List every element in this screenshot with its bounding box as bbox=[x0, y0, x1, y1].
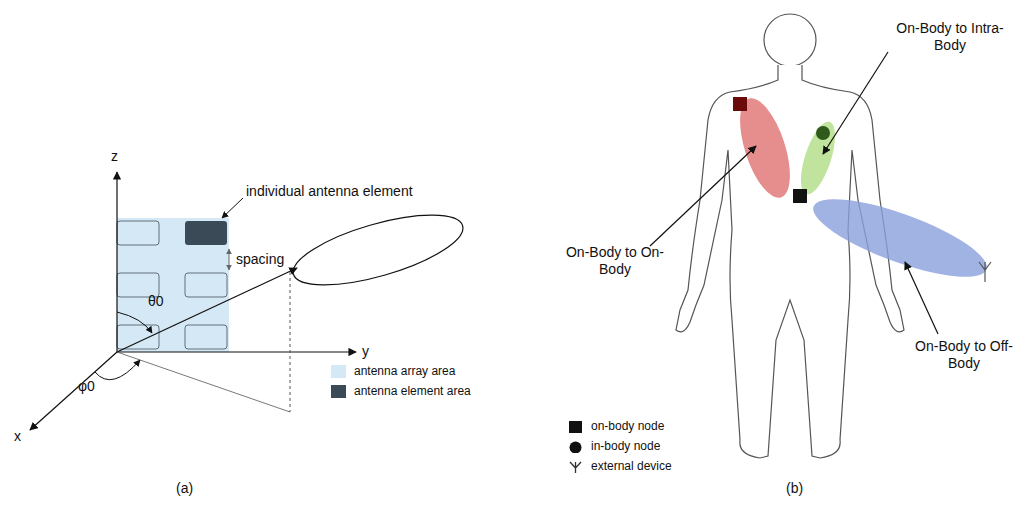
phi-arc bbox=[95, 360, 140, 380]
on-body-node bbox=[793, 189, 807, 203]
legend-item: external device bbox=[568, 459, 672, 473]
legend-item: in-body node bbox=[568, 439, 660, 453]
on-body-node bbox=[733, 97, 747, 111]
legend-item: antenna element area bbox=[331, 384, 471, 398]
axis-label: y bbox=[362, 343, 369, 360]
in-body-node bbox=[816, 126, 830, 140]
link-label: On-Body to Intra-Body bbox=[895, 20, 1005, 54]
callout: spacing bbox=[236, 251, 284, 268]
legend-text: external device bbox=[591, 459, 672, 473]
projection-line bbox=[117, 352, 290, 412]
on-body-link bbox=[730, 92, 800, 203]
legend-symbol bbox=[568, 440, 583, 453]
projection-line bbox=[290, 272, 291, 412]
legend-text: antenna element area bbox=[354, 384, 471, 398]
legend-symbol bbox=[568, 460, 583, 473]
external-device bbox=[979, 262, 991, 282]
legend-item: on-body node bbox=[568, 419, 664, 433]
legend-text: antenna array area bbox=[354, 364, 455, 378]
legend-swatch bbox=[331, 365, 346, 378]
axis-label: z bbox=[111, 148, 118, 165]
panel-label: (a) bbox=[176, 480, 193, 497]
leader-lines bbox=[650, 52, 938, 334]
antenna-elements bbox=[117, 221, 227, 349]
axes bbox=[30, 172, 356, 430]
body-outline bbox=[676, 65, 904, 458]
legend-text: on-body node bbox=[591, 419, 664, 433]
legend-item: antenna array area bbox=[331, 364, 455, 378]
leader-line bbox=[222, 198, 243, 218]
theta-arc bbox=[117, 312, 152, 333]
spacing-arrow bbox=[229, 249, 230, 270]
angle-label: φ0 bbox=[78, 378, 95, 395]
beam-lobe bbox=[286, 201, 470, 299]
panel-label: (b) bbox=[786, 480, 803, 497]
dark-element bbox=[185, 221, 227, 245]
link-label: On-Body to On-Body bbox=[560, 244, 670, 278]
array-area bbox=[117, 218, 229, 352]
legend-swatch bbox=[331, 385, 346, 398]
callout: individual antenna element bbox=[246, 183, 413, 200]
off-body-link bbox=[805, 184, 994, 292]
axis-label: x bbox=[14, 428, 21, 445]
intra-body-link bbox=[794, 118, 842, 198]
link-label: On-Body to Off-Body bbox=[914, 338, 1014, 372]
body-head bbox=[764, 14, 816, 66]
beam-direction bbox=[117, 268, 297, 352]
angle-label: θ0 bbox=[148, 293, 164, 310]
legend-symbol bbox=[568, 420, 583, 433]
legend-text: in-body node bbox=[591, 439, 660, 453]
